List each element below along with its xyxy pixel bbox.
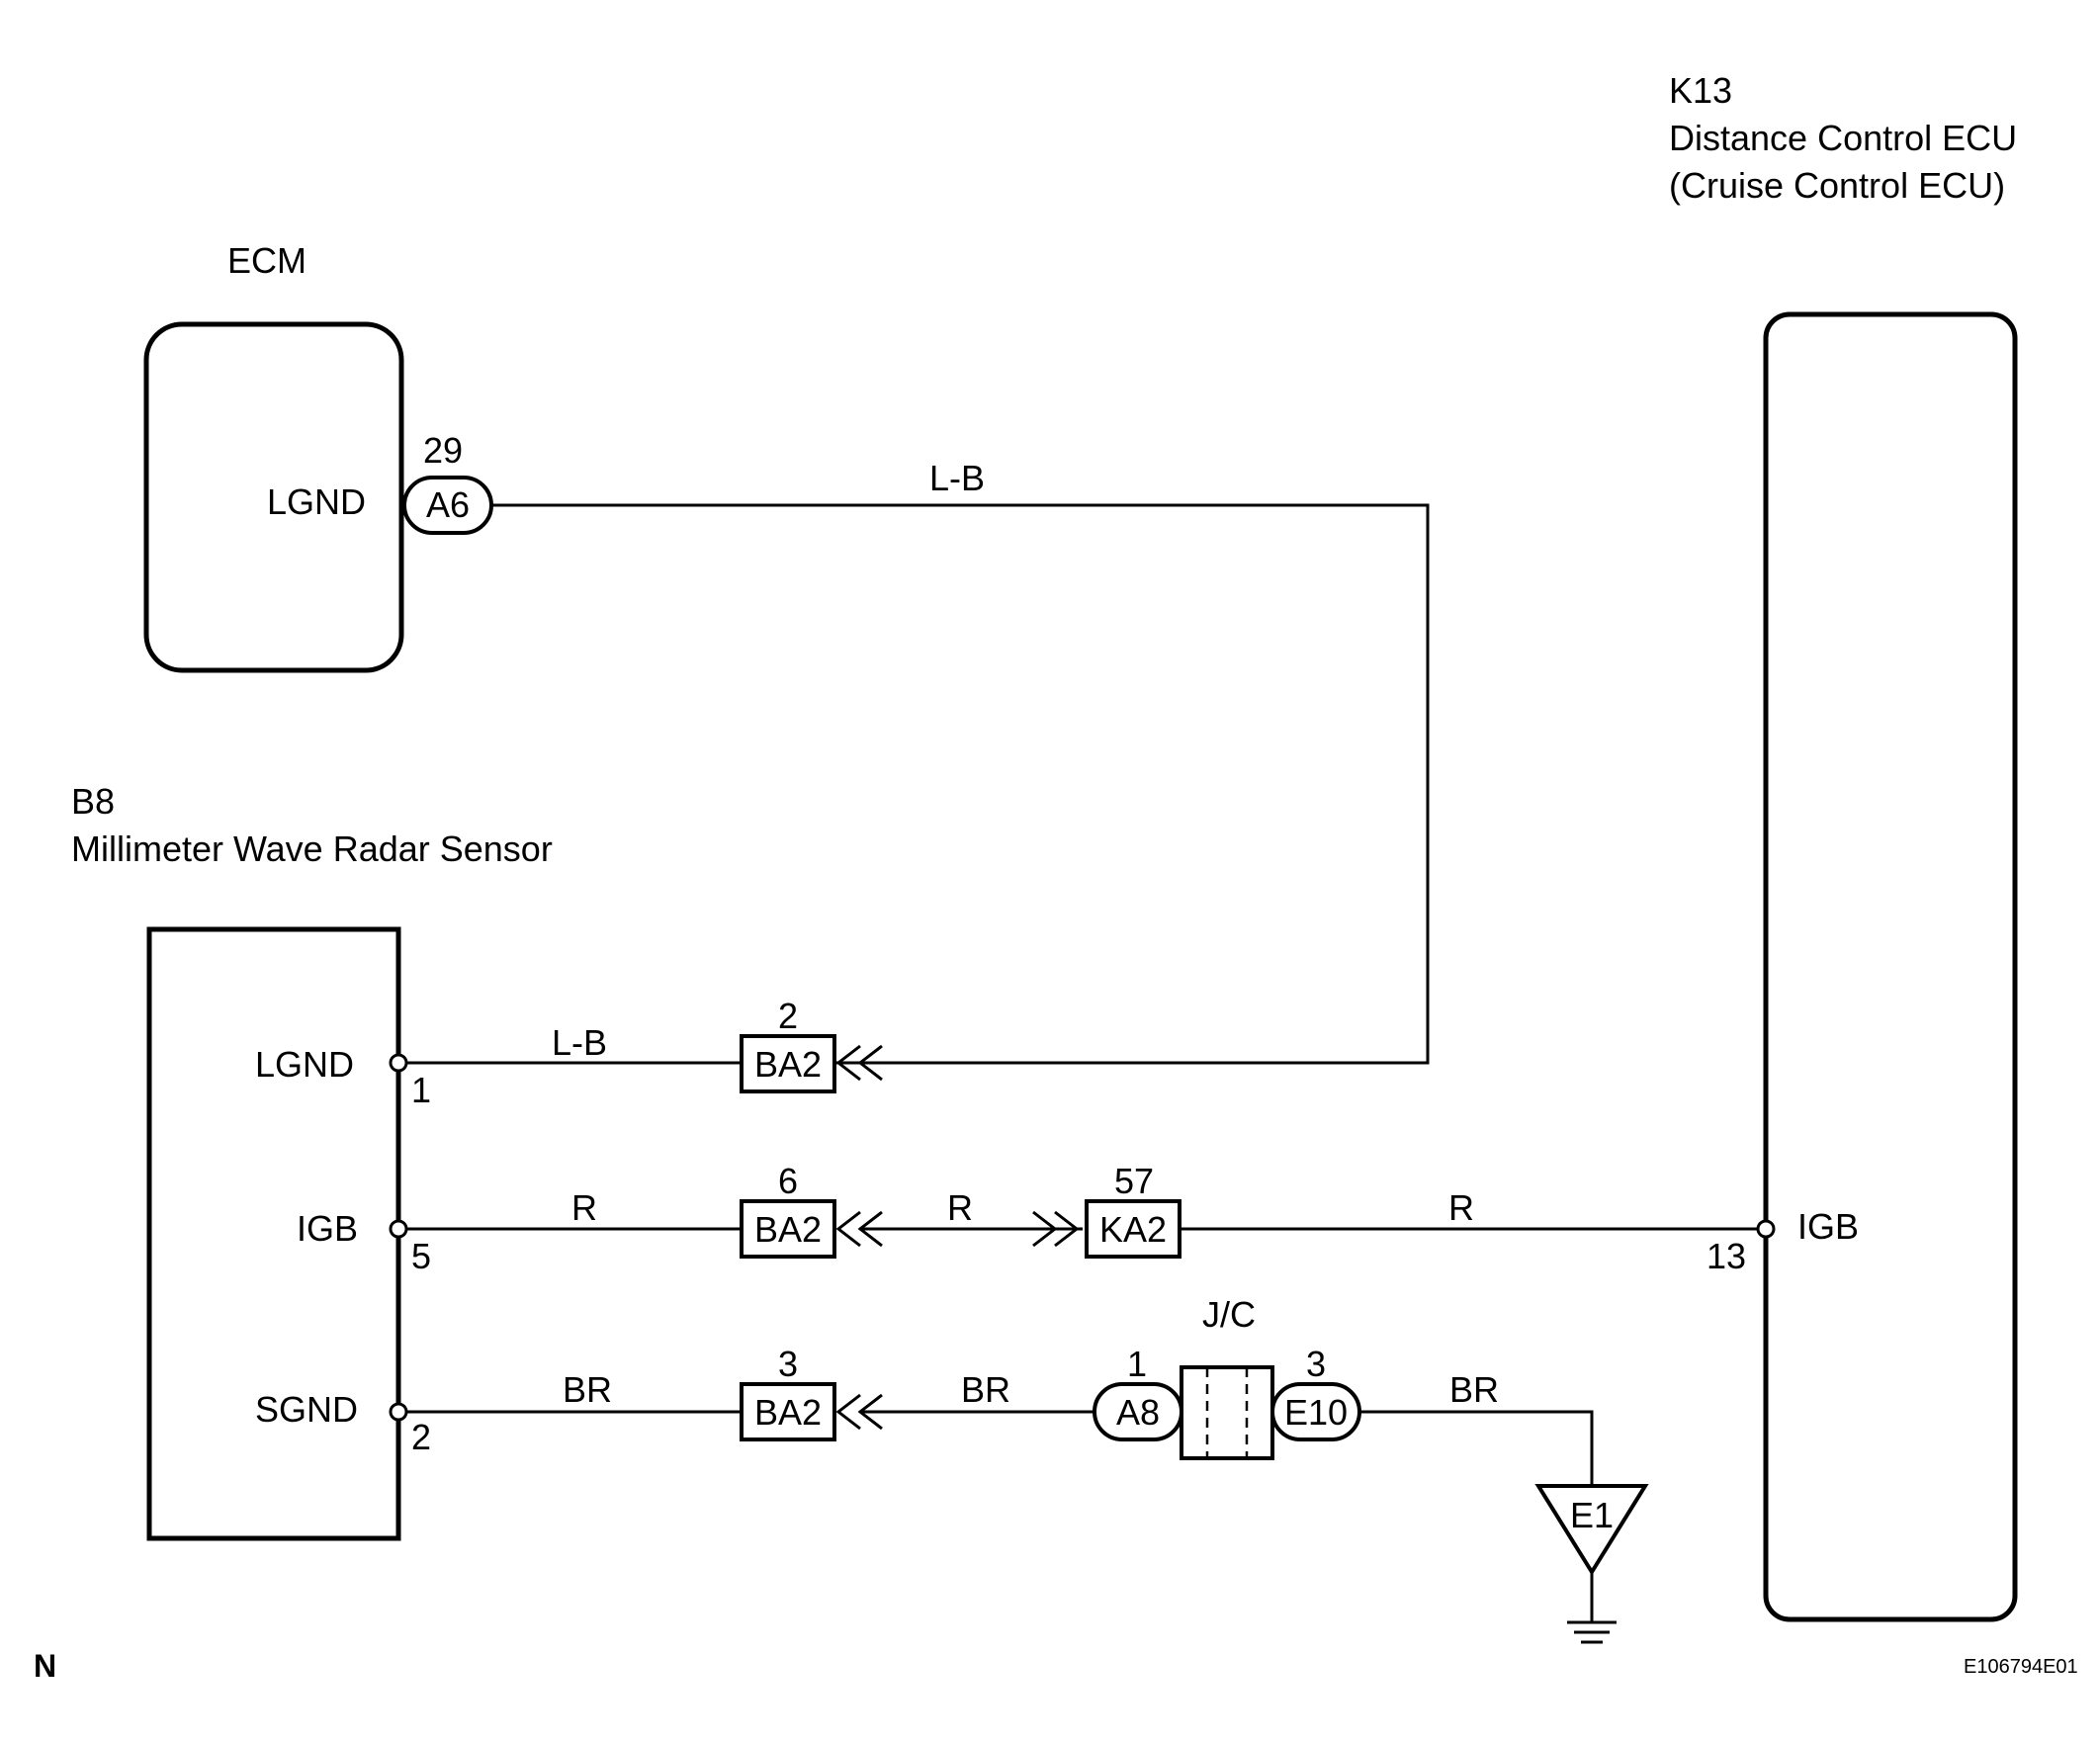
ecm-box: [143, 321, 404, 673]
ba2-2-chevron-inner: [835, 1210, 861, 1248]
ba2-connector-1: [740, 1034, 836, 1093]
lb-wire-upper: [491, 503, 1430, 1065]
ground-e1-triangle: [1534, 1484, 1649, 1576]
ka2-label: KA2: [1099, 1209, 1167, 1250]
k13-code: K13: [1669, 70, 1732, 111]
k13-subname: (Cruise Control ECU): [1669, 165, 2005, 206]
footer-figure-code: E106794E01: [1964, 1656, 2078, 1678]
jc-label: J/C: [1202, 1294, 1256, 1335]
lb-wire-lower-label: L-B: [552, 1022, 607, 1063]
ba2-2-pin: 6: [778, 1161, 798, 1201]
ecm-pin-number: 29: [423, 430, 463, 471]
jc-right-pin: 3: [1306, 1344, 1326, 1384]
r-wire-3-label: R: [1448, 1187, 1474, 1228]
r-wire-1-label: R: [571, 1187, 597, 1228]
ka2-pin: 57: [1114, 1161, 1154, 1201]
ba2-3-label: BA2: [754, 1392, 822, 1433]
b8-terminal-5: [389, 1219, 408, 1239]
ba2-3-pin: 3: [778, 1344, 798, 1384]
b8-pin-number-5: 5: [411, 1236, 431, 1276]
ecm-pin-label: LGND: [267, 481, 366, 522]
b8-code: B8: [71, 781, 115, 822]
ba2-1-label: BA2: [754, 1044, 822, 1085]
ba2-3-chevron-inner: [835, 1393, 861, 1431]
b8-pin-number-2: 2: [411, 1417, 431, 1457]
ba2-2-label: BA2: [754, 1209, 822, 1250]
ka2-chevron-outer: [1032, 1210, 1058, 1248]
k13-pin-number: 13: [1706, 1236, 1746, 1276]
b8-terminal-1: [389, 1053, 408, 1073]
ka2-chevron-inner: [1054, 1210, 1080, 1248]
b8-sensor-box: [146, 926, 401, 1541]
jc-right-connector-label: E10: [1284, 1392, 1348, 1433]
b8-pin-label-sgnd: SGND: [255, 1389, 358, 1430]
jc-junction-box: [1180, 1365, 1274, 1460]
br-wire-2-label: BR: [961, 1369, 1010, 1410]
lb-wire-upper-label: L-B: [929, 458, 985, 498]
b8-pin-label-igb: IGB: [297, 1208, 358, 1249]
br-wire-3-label: BR: [1449, 1369, 1499, 1410]
ground-e1-label: E1: [1570, 1495, 1614, 1535]
jc-left-pin: 1: [1127, 1344, 1147, 1384]
ba2-1-chevron-inner: [835, 1044, 861, 1082]
k13-ecu-box: [1763, 311, 2018, 1622]
br-wire-3: [1359, 1410, 1594, 1486]
ba2-1-pin: 2: [778, 996, 798, 1036]
b8-pin-number-1: 1: [411, 1070, 431, 1110]
k13-name: Distance Control ECU: [1669, 118, 2017, 158]
ecm-title: ECM: [227, 240, 306, 281]
ba2-connector-2: [740, 1199, 836, 1259]
r-wire-2-label: R: [947, 1187, 973, 1228]
ecm-connector-label: A6: [426, 484, 470, 525]
footer-left-mark: N: [34, 1648, 56, 1684]
ba2-connector-3: [740, 1382, 836, 1441]
k13-terminal-13: [1756, 1219, 1776, 1239]
jc-left-connector-label: A8: [1116, 1392, 1160, 1433]
b8-name: Millimeter Wave Radar Sensor: [71, 828, 553, 869]
b8-terminal-2: [389, 1402, 408, 1422]
ba2-1-chevron-outer: [857, 1044, 883, 1082]
b8-pin-label-lgnd: LGND: [255, 1044, 354, 1085]
br-wire-1-label: BR: [563, 1369, 612, 1410]
k13-pin-label: IGB: [1797, 1206, 1859, 1247]
